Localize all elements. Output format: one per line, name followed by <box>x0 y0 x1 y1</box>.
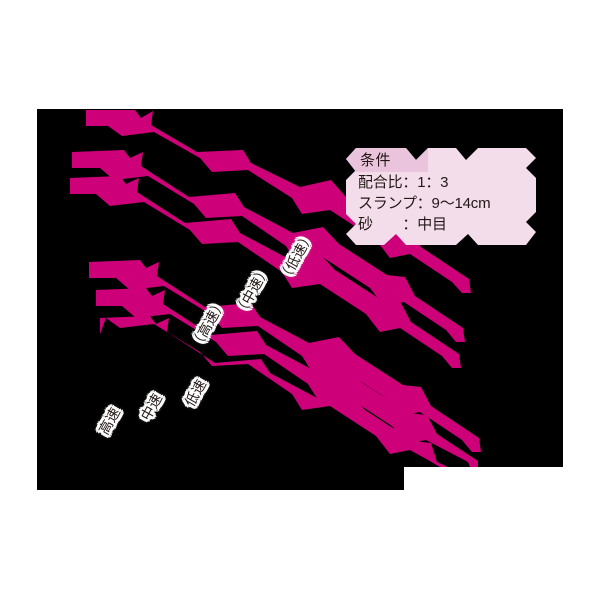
band-low-inner <box>86 110 471 293</box>
condition-callout-shape <box>346 148 536 245</box>
condition-line-slump: スランプ：9〜14cm <box>358 195 491 212</box>
band-medium-inner <box>72 150 465 342</box>
condition-callout: 条件 配合比：1：3 スランプ：9〜14cm 砂 ：中目 <box>344 146 538 247</box>
condition-line-mix-ratio: 配合比：1：3 <box>358 174 449 191</box>
condition-line-sand: 砂 ：中目 <box>358 216 447 233</box>
condition-title: 条件 <box>360 152 392 169</box>
band-high-inner <box>70 176 461 368</box>
band-medium-outer <box>96 288 478 467</box>
condition-title-shape <box>346 148 428 172</box>
band-low-outer <box>89 260 481 452</box>
condition-body-shape <box>346 148 536 245</box>
